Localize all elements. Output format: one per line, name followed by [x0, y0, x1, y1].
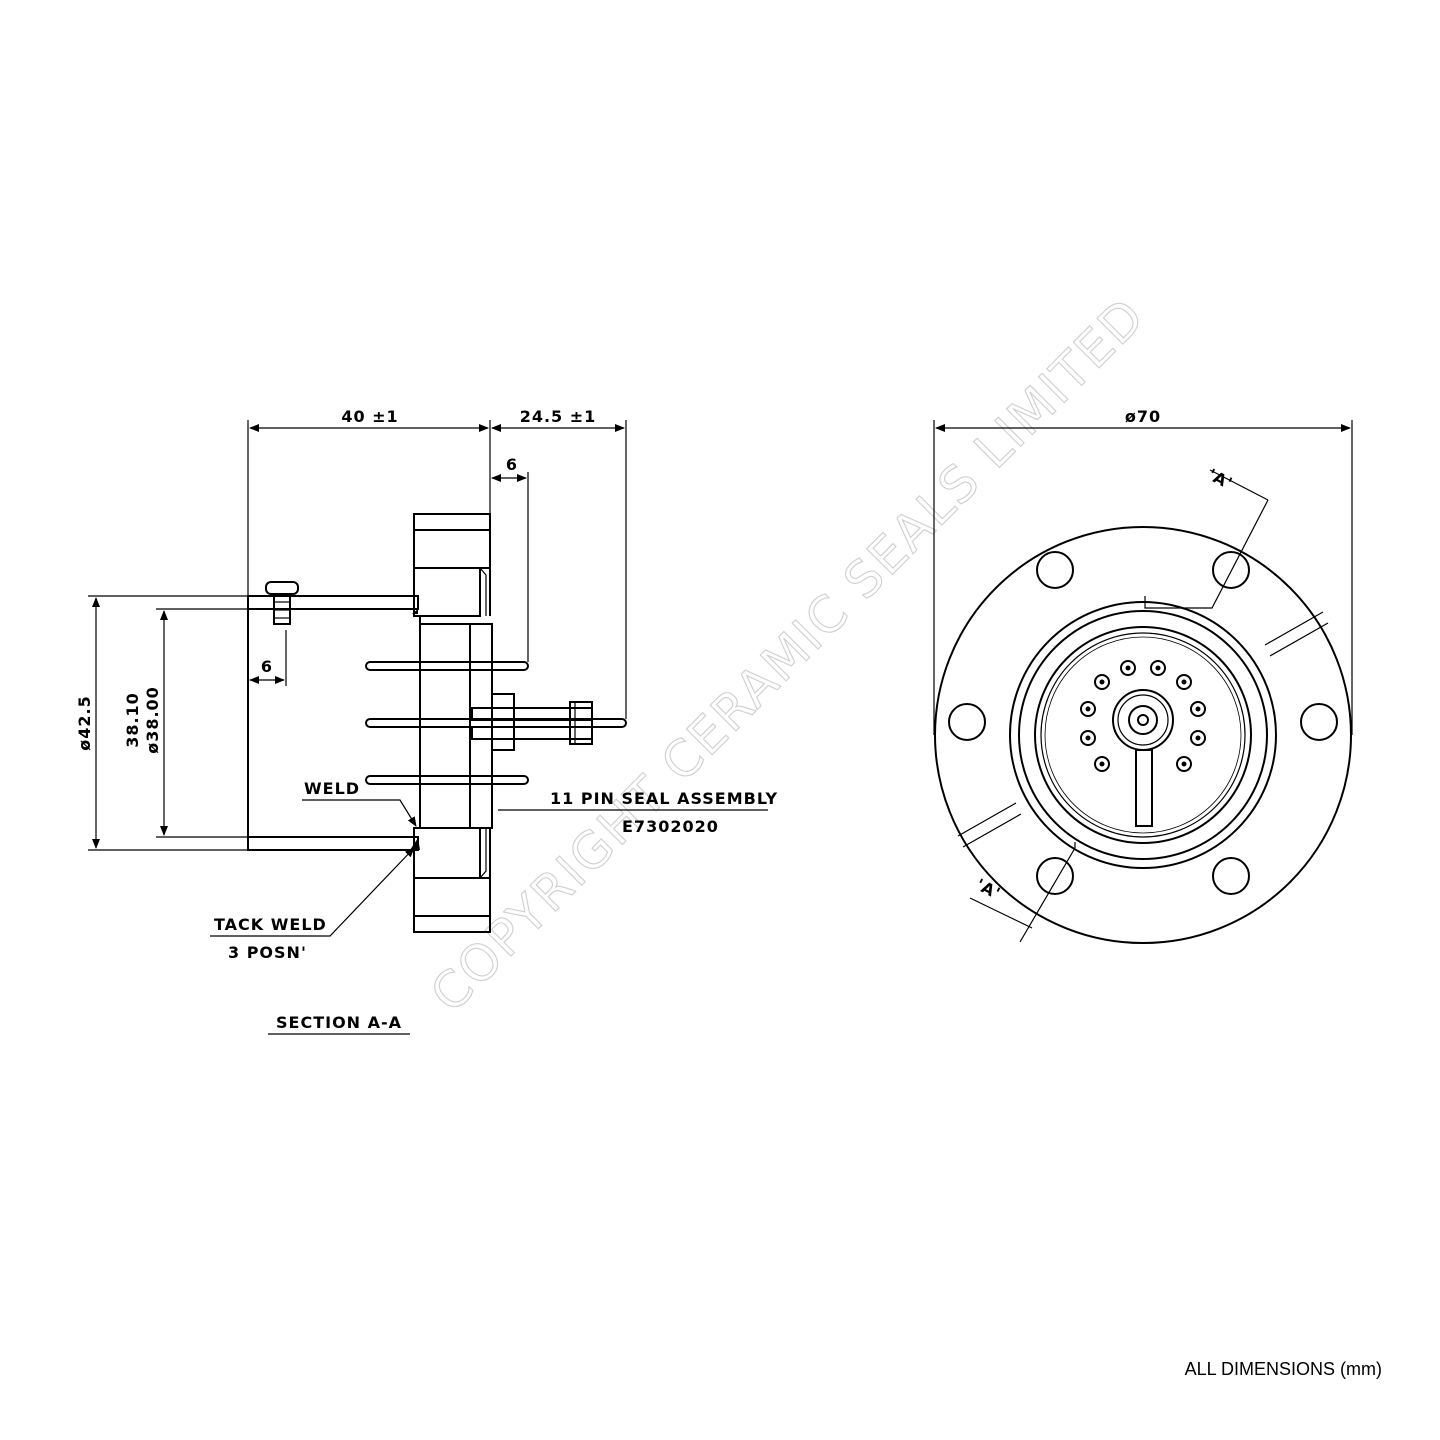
- dimension-lines: [88, 420, 768, 1035]
- coax-front: [1112, 689, 1174, 827]
- section-cut-line: [969, 469, 1269, 943]
- copyright-watermark: COPYRIGHT CERAMIC SEALS LIMITED: [419, 286, 1156, 1023]
- dim-overall-length: 40 ±1: [341, 407, 398, 426]
- radial-grooves: [957, 611, 1329, 848]
- weld-label: WELD: [304, 779, 360, 798]
- tube-wall: [247, 595, 419, 851]
- vent-screw: [265, 581, 299, 625]
- coax-center-pin: [471, 693, 593, 751]
- units-note: ALL DIMENSIONS (mm): [1185, 1359, 1382, 1379]
- weld-beads: [410, 609, 420, 850]
- seal-assembly-label: 11 PIN SEAL ASSEMBLY: [550, 789, 778, 808]
- dimension-texts: 40 ±1 24.5 ±1 6 6 ø42.5 38.10 ø38.00 WEL…: [75, 407, 778, 1032]
- dim-flange-od: ø70: [1125, 407, 1161, 426]
- section-mark-bottom: 'A': [973, 875, 1004, 903]
- section-mark-top: 'A': [1205, 465, 1236, 493]
- flange-outer-circle: [934, 526, 1352, 944]
- dim-tube-offset: 6: [261, 657, 273, 676]
- section-label: SECTION A-A: [276, 1013, 402, 1032]
- dim-pin-recess: 6: [506, 455, 518, 474]
- dim-tube-id-lower: ø38.00: [143, 686, 162, 754]
- part-number-label: E7302020: [622, 817, 719, 836]
- tack-posn-label: 3 POSN': [228, 943, 307, 962]
- tack-weld-label: TACK WELD: [214, 915, 327, 934]
- dim-tube-id-upper: 38.10: [123, 692, 142, 748]
- dim-tube-od: ø42.5: [75, 695, 94, 750]
- bolt-holes: [948, 551, 1338, 895]
- flange: [413, 513, 491, 933]
- pins: [365, 661, 627, 785]
- dim-pin-length: 24.5 ±1: [520, 407, 597, 426]
- seal-pins-front: [1080, 660, 1206, 772]
- front-view: [933, 420, 1353, 944]
